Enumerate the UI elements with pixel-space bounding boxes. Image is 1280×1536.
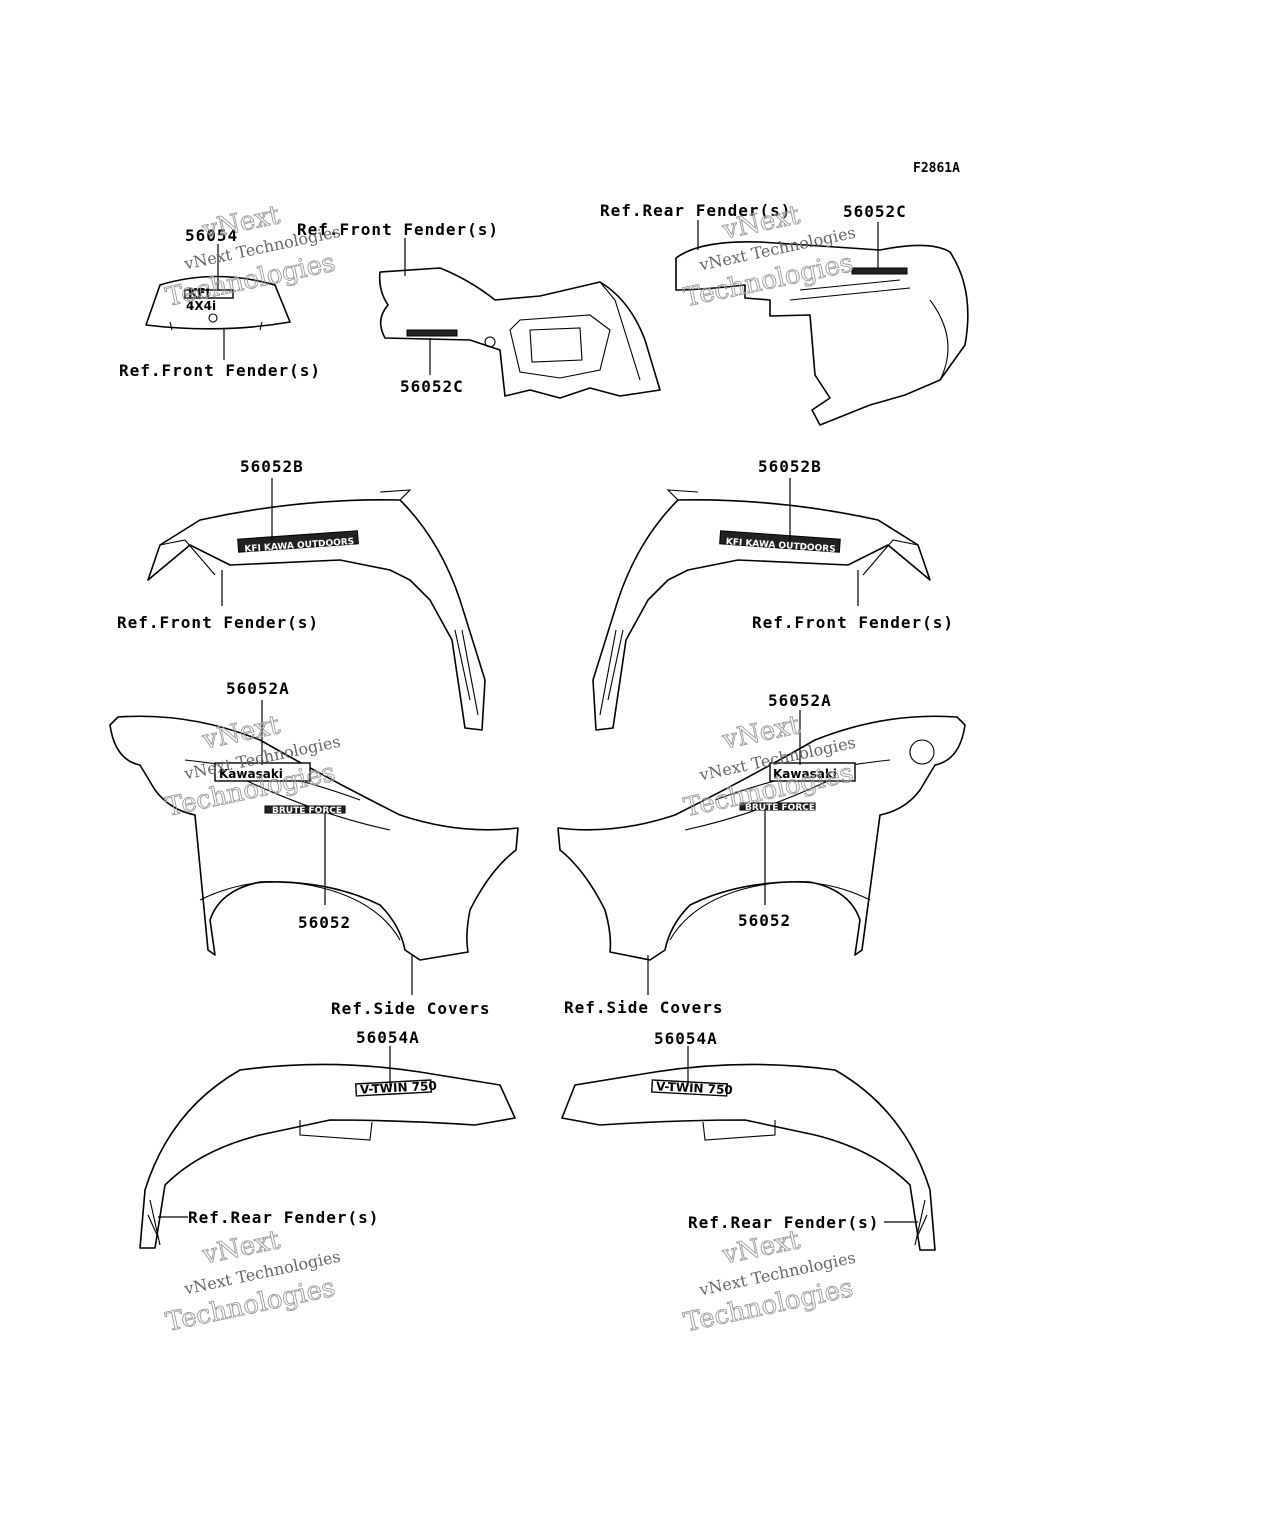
decal-vtwin-text-left: V-TWIN 750 (360, 1079, 437, 1097)
part-label-56054: 56054 (185, 226, 238, 245)
decal-kawasaki-text-left: Kawasaki (219, 767, 283, 781)
decal-brute-force-text-left: BRUTE FORCE (272, 806, 342, 816)
rear-fender-right: V-TWIN 750 (561, 1063, 936, 1251)
part-label-56052c-a: 56052C (400, 377, 464, 396)
decal-4x4i-text: 4X4i (186, 299, 216, 313)
part-label-56052b-a: 56052B (240, 457, 304, 476)
part-label-56052-a: 56052 (298, 913, 351, 932)
ref-label-front-fender-b: Ref.Front Fender(s) (297, 220, 499, 239)
part-label-56052a-b: 56052A (768, 691, 832, 710)
ref-label-front-fender-d: Ref.Front Fender(s) (752, 613, 954, 632)
decal-vtwin-text-right: V-TWIN 750 (656, 1079, 733, 1097)
rear-fender-left: V-TWIN 750 (139, 1063, 516, 1249)
rear-fender-top-right (675, 241, 969, 426)
decal-kawasaki-text-right: Kawasaki (773, 767, 837, 781)
part-label-56054a-a: 56054A (356, 1028, 420, 1047)
part-label-56052c-b: 56052C (843, 202, 907, 221)
watermark-top-left: vNext vNext Technologies Technologies (163, 200, 342, 314)
ref-label-front-fender-a: Ref.Front Fender(s) (119, 361, 321, 380)
ref-label-side-covers-b: Ref.Side Covers (564, 998, 724, 1017)
ref-label-rear-fender-b: Ref.Rear Fender(s) (188, 1208, 379, 1227)
decal-kfi-text: KFI (188, 286, 210, 300)
front-fender-right: KFI KAWA OUTDOORS (592, 489, 931, 731)
side-cover-left: Kawasaki BRUTE FORCE (109, 715, 519, 961)
front-fender-inner-section (378, 267, 661, 399)
watermark-bottom-left: vNext vNext Technologies Technologies (163, 1225, 342, 1339)
figure-code: F2861A (913, 161, 960, 176)
ref-label-rear-fender-a: Ref.Rear Fender(s) (600, 201, 791, 220)
part-label-56052-b: 56052 (738, 911, 791, 930)
front-fender-left: KFI KAWA OUTDOORS (147, 489, 486, 731)
part-label-56052b-b: 56052B (758, 457, 822, 476)
ref-label-rear-fender-c: Ref.Rear Fender(s) (688, 1213, 879, 1232)
side-cover-right: Kawasaki BRUTE FORCE (557, 715, 966, 961)
watermark-bottom-right: vNext vNext Technologies Technologies (681, 1225, 857, 1339)
part-label-56054a-b: 56054A (654, 1029, 718, 1048)
ref-label-front-fender-c: Ref.Front Fender(s) (117, 613, 319, 632)
ref-label-side-covers-a: Ref.Side Covers (331, 999, 491, 1018)
part-label-56052a-a: 56052A (226, 679, 290, 698)
front-emblem-panel: 4X4i KFI (145, 275, 291, 331)
decal-brute-force-text-right: BRUTE FORCE (745, 803, 815, 813)
